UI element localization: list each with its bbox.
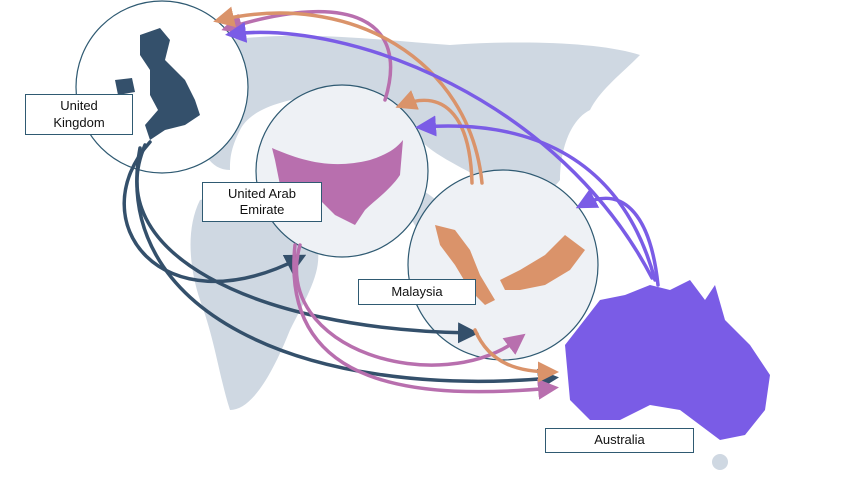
flow-malaysia-to-uae	[395, 90, 474, 185]
label-line: Emirate	[239, 202, 285, 217]
australia-map	[565, 280, 770, 440]
flow-australia-to-uae	[415, 115, 657, 282]
label-line: United	[60, 98, 98, 114]
flow-australia-to-uk	[225, 21, 654, 280]
flow-malaysia-to-uk	[213, 6, 484, 185]
flow-uk-to-australia	[135, 146, 559, 390]
flow-uae-to-australia	[292, 243, 559, 400]
flow-uk-to-uae	[122, 140, 307, 283]
circle-uk	[75, 0, 249, 174]
flow-uae-to-malaysia	[294, 243, 526, 367]
label-line: Malaysia	[391, 283, 443, 299]
flow-australia-to-malaysia	[575, 189, 660, 287]
flow-malaysia-to-australia	[473, 328, 559, 383]
label-line: United Arab	[228, 185, 296, 201]
label-line: Australia	[594, 432, 645, 448]
circle-uae	[255, 84, 429, 258]
flow-uae-to-uk	[221, 9, 393, 102]
label-australia: Australia	[545, 428, 694, 453]
label-line: Kingdom	[53, 114, 105, 130]
label-malaysia: Malaysia	[358, 279, 476, 305]
